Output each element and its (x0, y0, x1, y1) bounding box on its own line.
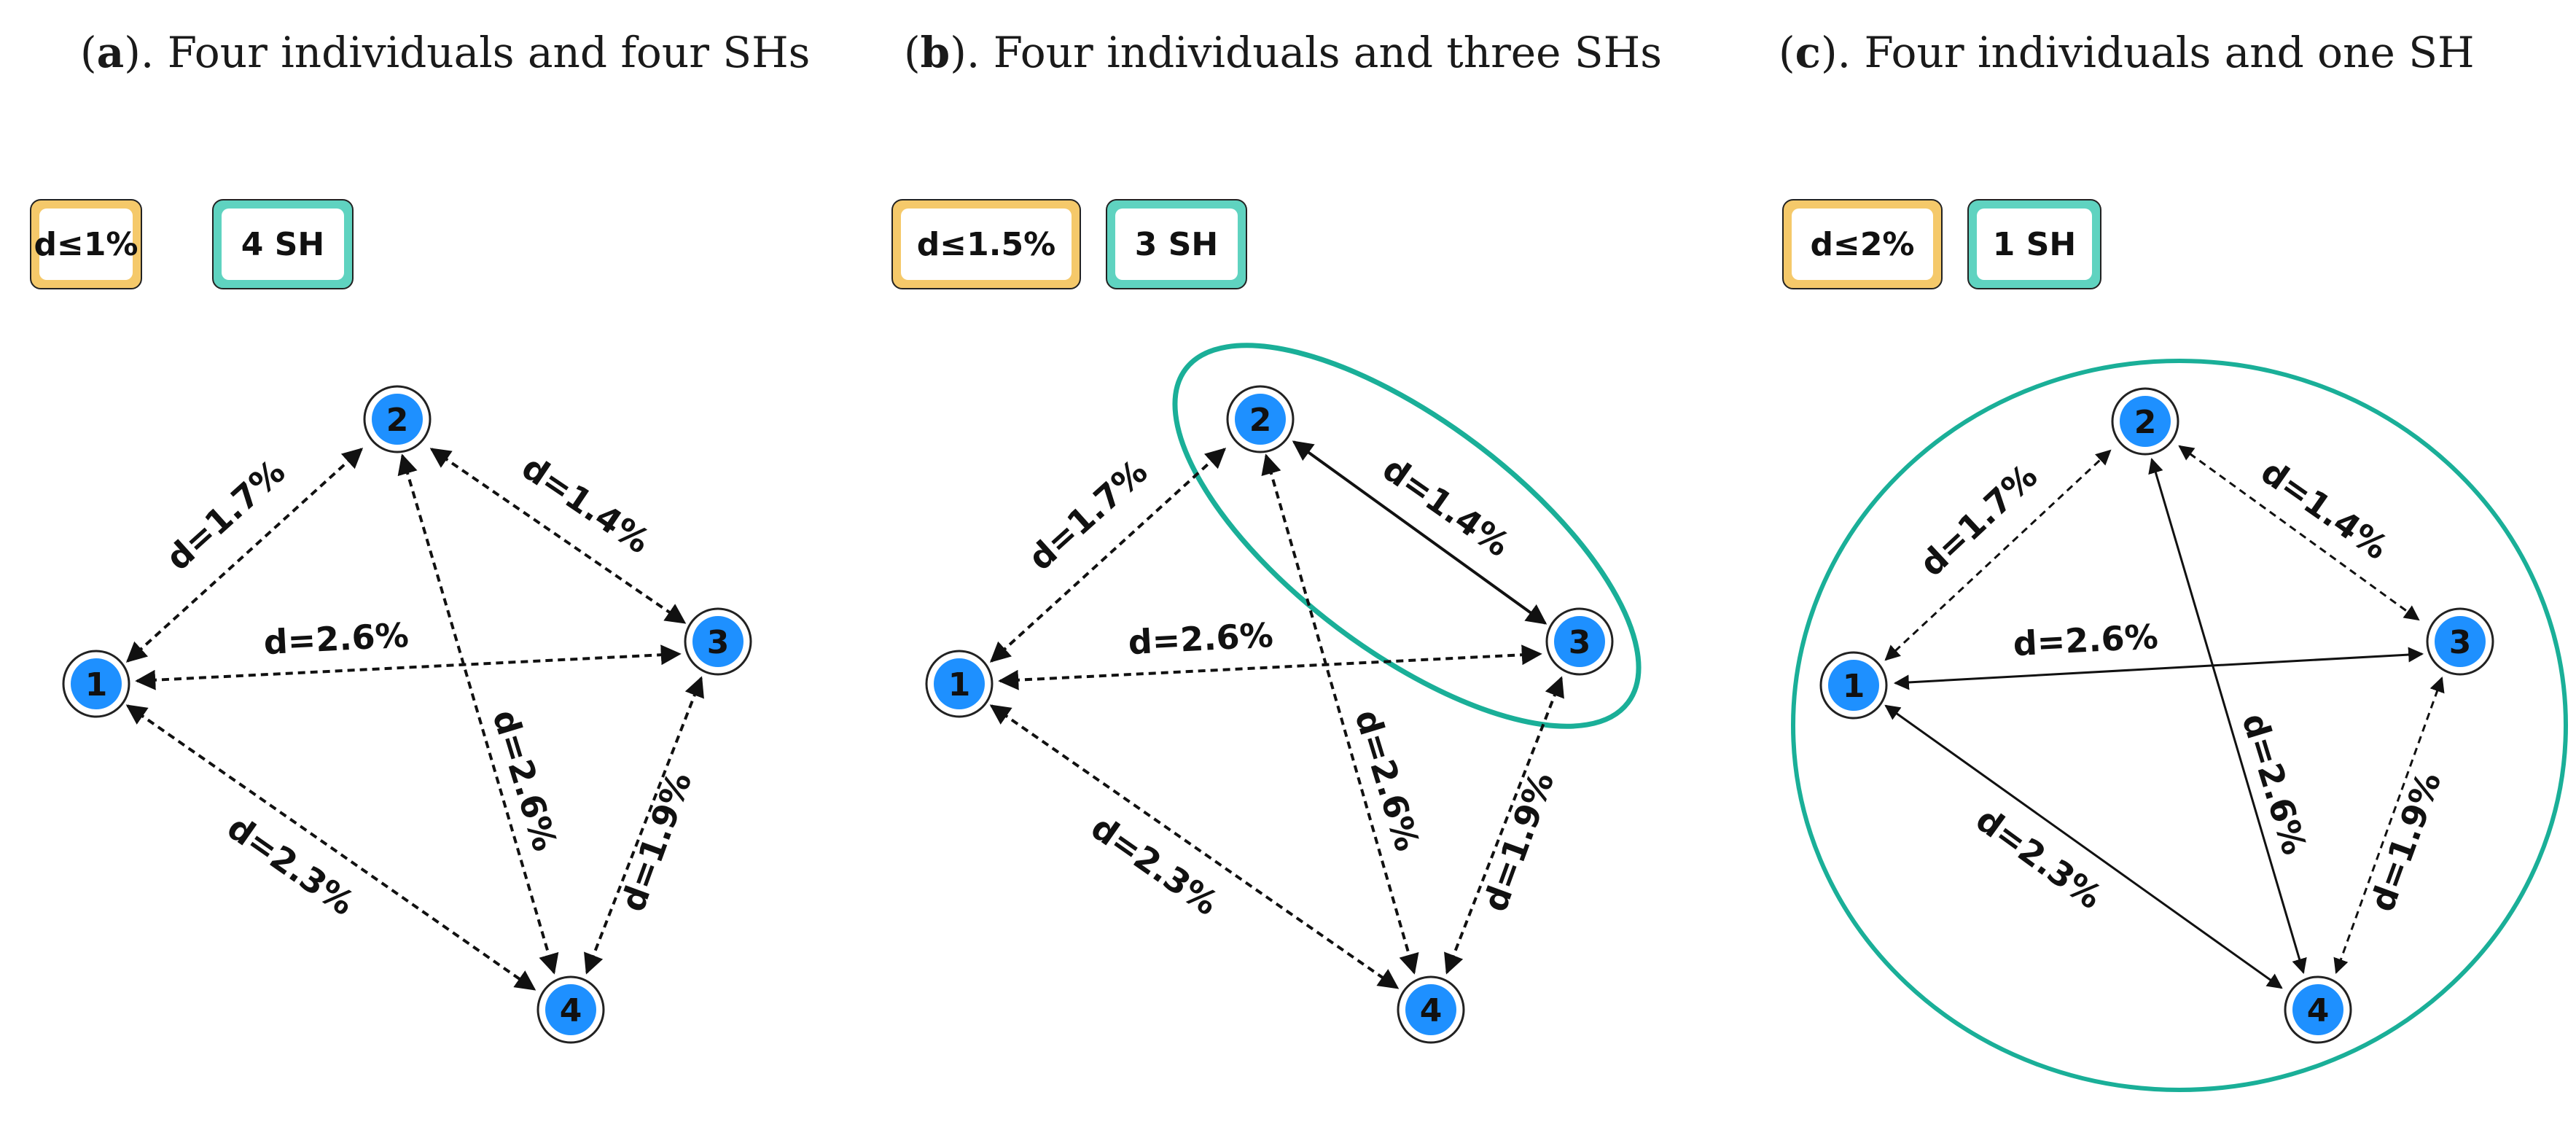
panel-c-title: (c). Four individuals and one SH (1779, 28, 2475, 77)
panel-a-edge-labels: d=1.7% d=1.4% d=2.6% d=2.3% d=2.6% d=1.9… (158, 448, 699, 923)
panel-c-edge-labels: d=1.7% d=1.4% d=2.6% d=2.3% d=2.6% d=1.9… (1912, 452, 2448, 917)
panel-b: (b). Four individuals and three SHs d≤1.… (891, 28, 1662, 1044)
panel-b-edge-1-4 (989, 704, 1400, 989)
panel-b-edge-labels: d=1.7% d=1.4% d=2.6% d=2.3% d=2.6% d=1.9… (1020, 449, 1561, 923)
svg-text:2: 2 (1249, 402, 1272, 439)
panel-c-edge-label-3-4: d=1.9% (2362, 767, 2449, 917)
panel-a-sh-tag: 4 SH (212, 199, 354, 289)
panel-a-edges (125, 448, 704, 991)
panel-b-edge-label-1-2: d=1.7% (1020, 451, 1155, 577)
svg-text:4: 4 (560, 992, 582, 1029)
panel-c-node-4: 4 (2284, 975, 2352, 1044)
panel-b-edge-2-4 (1261, 453, 1419, 975)
panel-b-nodes: 1 2 3 4 (925, 385, 1614, 1044)
panel-b-node-2: 2 (1226, 385, 1295, 453)
svg-text:1: 1 (85, 666, 108, 704)
panel-c-edge-1-3 (1893, 647, 2424, 690)
panel-b-edge-label-2-3: d=1.4% (1375, 449, 1517, 564)
panel-a-edge-1-2 (125, 448, 364, 663)
panel-b-threshold-label: d≤1.5% (917, 226, 1055, 263)
panel-b-sh-label: 3 SH (1135, 226, 1218, 263)
panel-b-edge-label-3-4: d=1.9% (1475, 767, 1562, 917)
svg-text:3: 3 (707, 624, 730, 661)
panel-a-edge-label-2-3: d=1.4% (515, 448, 657, 561)
panel-a-node-3: 3 (684, 607, 752, 676)
panel-b-edge-label-1-3: d=2.6% (1127, 615, 1274, 662)
panel-c-edge-label-2-4: d=2.6% (2234, 709, 2314, 859)
svg-text:1: 1 (948, 666, 971, 704)
panel-a-sh-label: 4 SH (241, 226, 324, 263)
panel-b-group-outline (1172, 343, 1642, 729)
panel-a-threshold-tag: d≤1% (30, 199, 142, 289)
panel-b-threshold-tag: d≤1.5% (891, 199, 1081, 289)
panel-c-sh-label: 1 SH (1993, 226, 2076, 263)
panel-a-edge-3-4 (584, 676, 704, 975)
panel-c-edges (1884, 445, 2445, 989)
panel-a-edge-1-4 (125, 704, 536, 991)
panel-b-edge-3-4 (1444, 676, 1564, 975)
panel-a-threshold-label: d≤1% (34, 226, 138, 263)
panel-b-node-3: 3 (1545, 607, 1614, 676)
panel-c-threshold-label: d≤2% (1810, 226, 1914, 263)
panel-a-edge-label-1-4: d=2.3% (220, 808, 362, 923)
panel-c-edge-label-1-2: d=1.7% (1912, 456, 2045, 584)
panel-c-edge-label-1-4: d=2.3% (1969, 800, 2109, 917)
panel-b-edges (989, 440, 1564, 989)
panel-c-node-3: 3 (2426, 607, 2494, 676)
panel-a-nodes: 1 2 3 4 (62, 385, 752, 1044)
panel-c-node-2: 2 (2111, 387, 2179, 456)
panel-b-node-4: 4 (1397, 975, 1465, 1044)
panel-a-node-2: 2 (363, 385, 432, 453)
panel-a-edge-label-1-2: d=1.7% (158, 451, 292, 577)
panel-b-title: (b). Four individuals and three SHs (904, 28, 1662, 77)
panel-c-nodes: 1 2 3 4 (1819, 387, 2494, 1044)
panel-c-edge-label-1-3: d=2.6% (2012, 617, 2159, 663)
panel-c-edge-2-4 (2148, 457, 2307, 975)
svg-text:2: 2 (386, 402, 409, 439)
panel-b-sh-tag: 3 SH (1106, 199, 1247, 289)
panel-a-edge-2-4 (397, 453, 559, 975)
svg-text:1: 1 (1843, 668, 1865, 705)
panel-b-edge-1-2 (989, 448, 1227, 663)
panel-a-edge-label-3-4: d=1.9% (613, 767, 700, 917)
panel-c-edge-1-4 (1884, 704, 2283, 989)
svg-text:4: 4 (1420, 992, 1443, 1029)
svg-text:3: 3 (2449, 624, 2472, 661)
panel-b-edge-1-3 (998, 644, 1542, 690)
panel-c-edge-label-2-3: d=1.4% (2254, 452, 2395, 567)
panel-a-edge-1-3 (135, 644, 682, 690)
panel-c-threshold-tag: d≤2% (1782, 199, 1943, 289)
panel-a: (a). Four individuals and four SHs d≤1% … (30, 28, 810, 1044)
panel-c-node-1: 1 (1819, 651, 1888, 720)
panel-a-node-4: 4 (536, 975, 605, 1044)
svg-text:4: 4 (2307, 992, 2330, 1029)
panel-c-sh-tag: 1 SH (1967, 199, 2101, 289)
panel-c-edge-1-2 (1884, 449, 2112, 661)
panel-c: (c). Four individuals and one SH d≤2% 1 … (1779, 28, 2568, 1092)
panel-b-edge-label-1-4: d=2.3% (1084, 808, 1225, 923)
panel-a-node-1: 1 (62, 650, 130, 718)
panel-b-node-1: 1 (925, 650, 994, 718)
panel-a-edge-label-1-3: d=2.6% (262, 615, 410, 662)
svg-text:2: 2 (2134, 404, 2157, 441)
panel-c-edge-3-4 (2333, 677, 2445, 974)
svg-text:3: 3 (1569, 624, 1591, 661)
panel-c-group-outline (1791, 359, 2568, 1092)
panel-a-title: (a). Four individuals and four SHs (80, 28, 810, 77)
